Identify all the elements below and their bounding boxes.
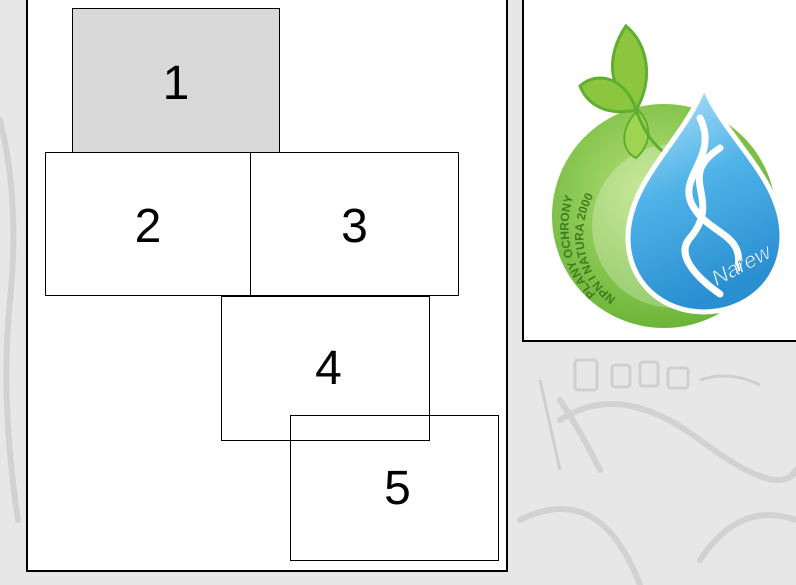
map-sheet-1-label: 1 (163, 56, 190, 111)
map-sheet-1[interactable]: 1 (72, 8, 280, 154)
map-sheet-4-label: 4 (315, 341, 342, 396)
map-sheet-2[interactable]: 2 (45, 152, 251, 296)
map-sheet-3-label: 3 (341, 199, 368, 254)
map-sheet-3[interactable]: 3 (250, 152, 459, 296)
logo-panel: NPN I NATURA 2000 PLANY OCHRONY Narew (522, 0, 796, 342)
npn-natura-2000-logo: NPN I NATURA 2000 PLANY OCHRONY Narew (524, 0, 796, 340)
map-sheet-2-label: 2 (135, 199, 162, 254)
map-sheet-5-label: 5 (384, 461, 411, 516)
map-sheet-5[interactable]: 5 (290, 415, 499, 561)
